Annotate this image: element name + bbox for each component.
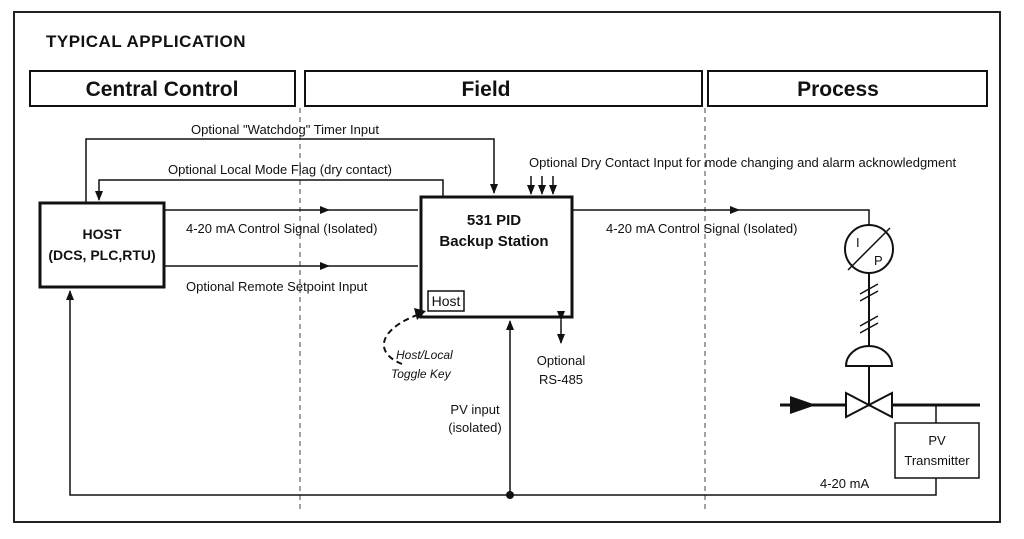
toggle-label-1: Host/Local (396, 348, 453, 362)
outer-frame (13, 11, 1001, 523)
pid-station-box: 531 PID Backup Station Host (419, 195, 574, 319)
watchdog-line (85, 138, 498, 203)
ip-i-label: I (856, 235, 860, 250)
transmitter-label-1: PV (928, 433, 946, 448)
host-label-2: (DCS, PLC,RTU) (48, 247, 155, 263)
host-label-1: HOST (83, 226, 122, 242)
ma-return-label: 4-20 mA (820, 476, 869, 491)
pneumatic-hatch (859, 283, 879, 334)
toggle-key-arrowhead (414, 308, 426, 320)
local-mode-line (95, 179, 444, 201)
pv-junction-dot (506, 491, 514, 499)
diagram-title: TYPICAL APPLICATION (46, 32, 246, 51)
pv-input-label-1: PV input (450, 402, 500, 417)
rs485-label-2: RS-485 (539, 372, 583, 387)
toggle-key-dashed-arrow (382, 313, 421, 365)
actuator-dome (844, 345, 894, 367)
control-signal-left-label: 4-20 mA Control Signal (Isolated) (186, 221, 377, 236)
control-valve (845, 391, 893, 419)
toggle-label-2: Toggle Key (391, 367, 452, 381)
flow-arrow (790, 396, 816, 414)
ip-converter: I P (844, 224, 894, 274)
pid-label-2: Backup Station (439, 233, 548, 250)
local-mode-label: Optional Local Mode Flag (dry contact) (168, 162, 392, 177)
pv-input-label-2: (isolated) (448, 420, 501, 435)
watchdog-label: Optional "Watchdog" Timer Input (191, 122, 379, 137)
section-field-label: Field (461, 78, 510, 101)
ip-p-label: P (874, 253, 883, 268)
section-header-field: Field (304, 70, 703, 107)
control-signal-arrow-left (320, 206, 330, 214)
remote-setpoint-label: Optional Remote Setpoint Input (186, 279, 368, 294)
control-signal-arrow-right (730, 206, 740, 214)
section-header-central: Central Control (29, 70, 296, 107)
section-process-label: Process (797, 78, 879, 101)
section-header-process: Process (707, 70, 988, 107)
ma-return-line (66, 290, 937, 496)
remote-setpoint-arrow (320, 262, 330, 270)
host-toggle-key[interactable] (427, 290, 465, 312)
section-central-label: Central Control (86, 78, 239, 101)
host-toggle-key-label: Host (432, 293, 461, 309)
control-signal-line-right (572, 209, 870, 226)
dry-contact-label: Optional Dry Contact Input for mode chan… (529, 155, 956, 170)
dry-contact-arrows (527, 176, 557, 195)
pid-label-1: 531 PID (467, 212, 521, 229)
host-box: HOST (DCS, PLC,RTU) (38, 201, 166, 289)
rs485-label-1: Optional (537, 353, 586, 368)
pv-transmitter-box: PV Transmitter (894, 422, 980, 479)
control-signal-right-label: 4-20 mA Control Signal (Isolated) (606, 221, 797, 236)
transmitter-label-2: Transmitter (904, 453, 970, 468)
